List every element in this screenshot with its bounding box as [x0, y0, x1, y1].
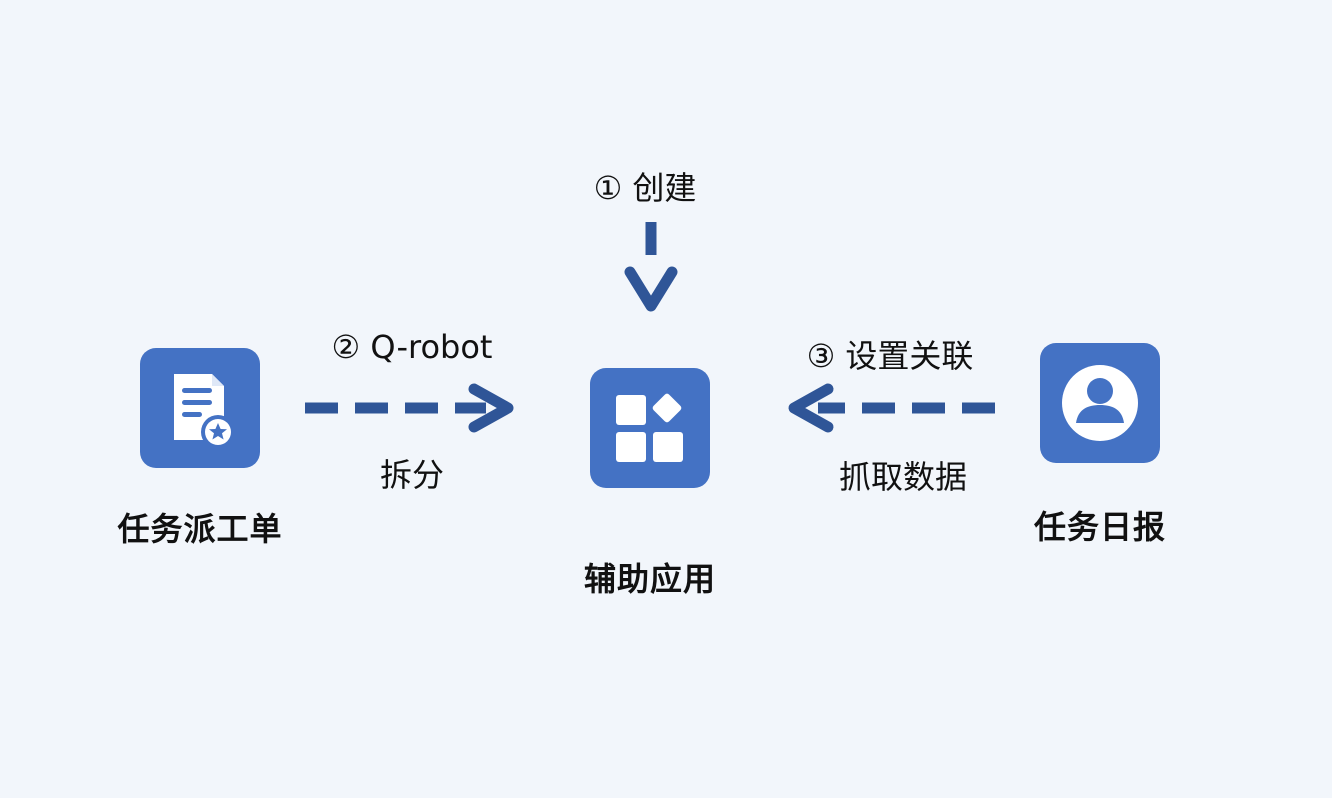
robot-arrow: [305, 383, 514, 433]
create-edge-label: ① 创建: [593, 169, 697, 207]
robot-edge-sublabel: 拆分: [379, 456, 445, 494]
helper-label: 辅助应用: [583, 560, 717, 598]
link-edge-sublabel: 抓取数据: [838, 458, 968, 496]
link-edge-label: ③ 设置关联: [806, 337, 974, 375]
dispatch-label: 任务派工单: [117, 510, 283, 548]
robot-edge-label: ② Q-robot: [331, 328, 493, 366]
helper-tile: [590, 368, 710, 488]
daily-label: 任务日报: [1033, 508, 1167, 546]
daily-tile: [1040, 343, 1160, 463]
user-avatar-icon: [1062, 365, 1138, 441]
create-arrow: [624, 222, 678, 312]
document-star-icon: [174, 374, 235, 449]
app-grid-icon: [616, 393, 683, 462]
link-arrow: [788, 383, 995, 433]
dispatch-tile: [140, 348, 260, 468]
